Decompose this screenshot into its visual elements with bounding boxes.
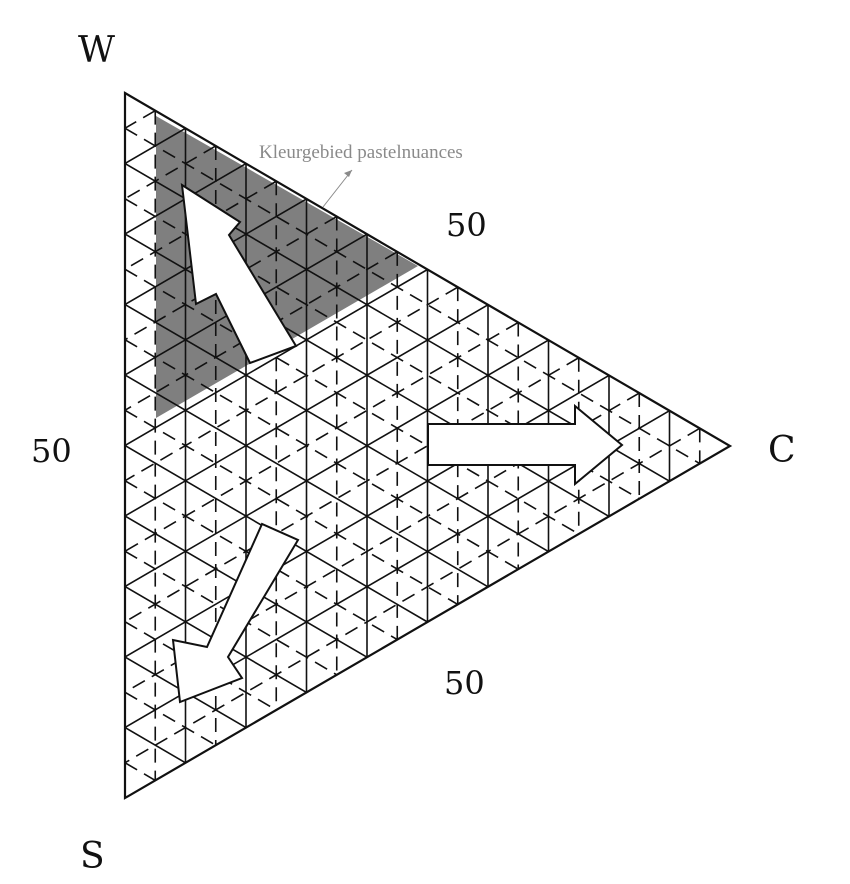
dashed-line-ascending	[124, 286, 459, 482]
side-label-bottom: 50	[444, 664, 485, 702]
dashed-line-ascending	[124, 145, 217, 200]
region-leader-arrowhead	[344, 170, 352, 177]
dashed-line-descending	[124, 268, 580, 535]
vertex-label-color: C	[768, 430, 796, 471]
pastel-region	[156, 116, 418, 418]
dashed-line-descending	[124, 762, 156, 782]
side-label-top: 50	[446, 206, 487, 244]
arrow-to-black	[171, 522, 300, 704]
dashed-line-ascending	[124, 180, 277, 270]
region-leader-line	[322, 169, 353, 208]
dashed-line-descending	[124, 409, 459, 606]
dashed-line-ascending	[124, 357, 580, 623]
vertex-label-white: W	[78, 30, 115, 71]
dashed-line-descending	[124, 621, 277, 711]
side-label-left: 50	[31, 432, 72, 470]
vertex-label-black: S	[80, 836, 105, 877]
triangle-outline	[123, 91, 733, 800]
dashed-line-descending	[124, 127, 701, 465]
dashed-line-ascending	[124, 427, 701, 764]
arrow-to-color	[427, 403, 624, 487]
dashed-line-descending	[124, 339, 519, 570]
dashed-line-descending	[124, 691, 217, 746]
dashed-line-ascending	[124, 109, 156, 129]
arrow-to-white	[180, 183, 298, 365]
region-label: Kleurgebied pastelnuances	[259, 142, 463, 163]
dashed-line-ascending	[124, 321, 519, 552]
